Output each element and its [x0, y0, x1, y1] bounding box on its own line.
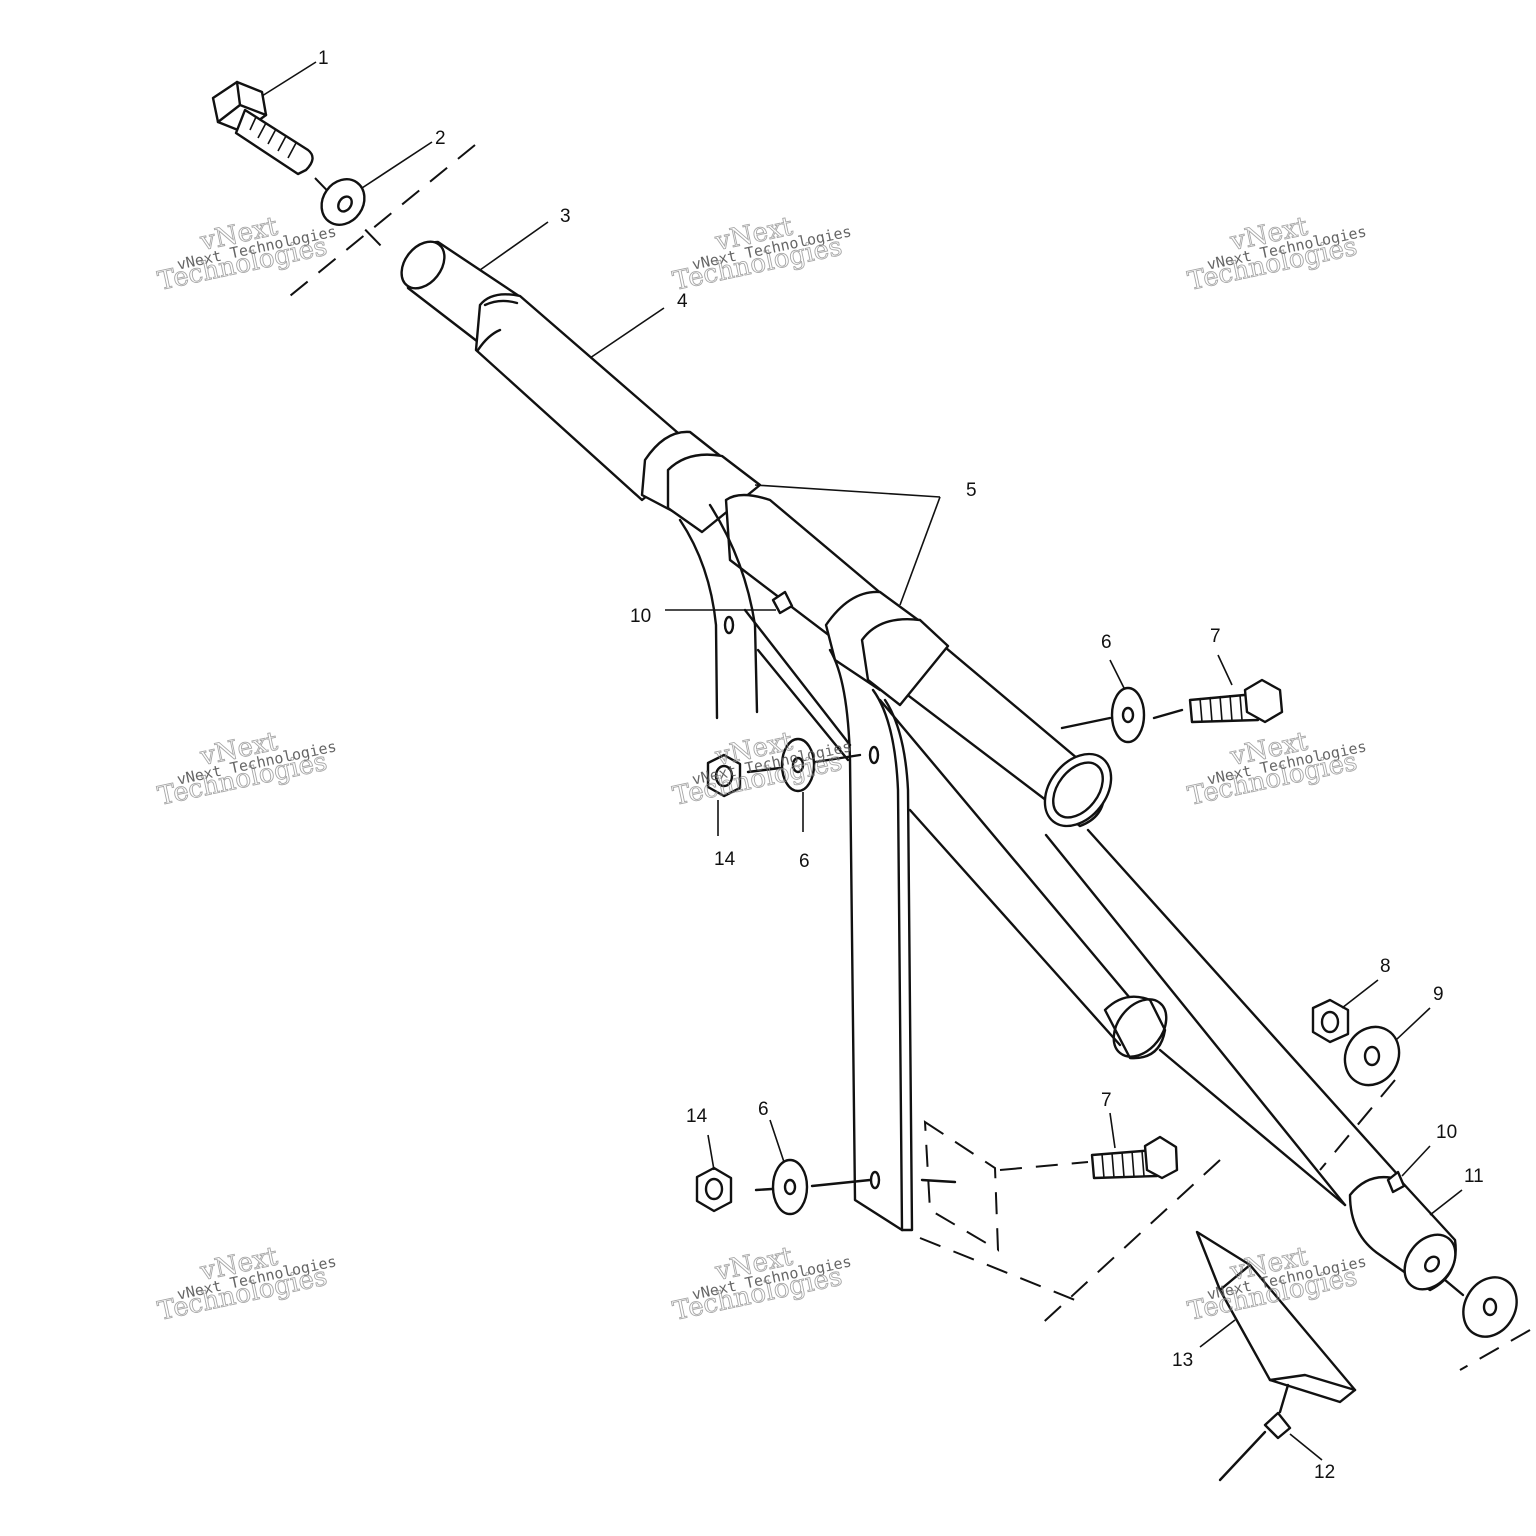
part-10-grease-fittings — [771, 590, 1406, 1194]
connector-lines — [746, 708, 1465, 1297]
watermark-r1c1: vNext vNext Technologies Technologies — [155, 211, 338, 297]
watermark-r3c2: vNext vNext Technologies Technologies — [670, 1241, 853, 1327]
watermark-r3c1: vNext vNext Technologies Technologies — [155, 1241, 338, 1327]
callout-13: 13 — [1172, 1350, 1193, 1371]
callout-1: 1 — [318, 48, 329, 69]
watermark-r2c2: vNext vNext Technologies Technologies — [670, 726, 853, 812]
callout-6-bottom: 6 — [758, 1099, 769, 1120]
callout-10-top: 10 — [630, 606, 651, 627]
main-tube-assembly — [400, 240, 1113, 828]
leader-lines — [261, 61, 1463, 1461]
part-9-washer — [1343, 1025, 1401, 1087]
watermark-r2c1: vNext vNext Technologies Technologies — [155, 726, 338, 812]
part-12-rivet — [1218, 1383, 1292, 1482]
callout-14-bottom: 14 — [686, 1106, 708, 1127]
callout-numbers: 1 2 3 4 5 6 6 6 7 7 8 9 10 10 11 12 13 1… — [318, 48, 1484, 1483]
callout-10-bottom: 10 — [1436, 1122, 1457, 1143]
part-8-nut — [1311, 998, 1350, 1044]
part-7-bolts — [1090, 678, 1284, 1180]
callout-7-bottom: 7 — [1101, 1090, 1112, 1111]
watermarks: vNext vNext Technologies Technologies vN… — [155, 211, 1368, 1327]
part-1-hex-bolt — [211, 80, 314, 176]
part-13-slider — [1195, 1230, 1357, 1404]
dashed-plate — [920, 1120, 1000, 1252]
callout-3: 3 — [560, 206, 571, 227]
callout-4: 4 — [677, 291, 688, 312]
callout-8: 8 — [1380, 956, 1391, 977]
part-2-washer — [320, 178, 366, 226]
callout-9: 9 — [1433, 984, 1444, 1005]
callout-2: 2 — [435, 128, 446, 149]
callout-11: 11 — [1464, 1166, 1484, 1187]
watermark-r2c3: vNext vNext Technologies Technologies — [1185, 726, 1368, 812]
watermark-r1c3: vNext vNext Technologies Technologies — [1185, 211, 1368, 297]
swing-arm-frame — [678, 503, 1457, 1292]
callout-7-top: 7 — [1210, 626, 1221, 647]
callout-12: 12 — [1314, 1462, 1335, 1483]
watermark-r1c2: vNext vNext Technologies Technologies — [670, 211, 853, 297]
callout-6-middle: 6 — [799, 851, 810, 872]
callout-5: 5 — [966, 480, 977, 501]
part-6-washers — [771, 686, 1518, 1338]
callout-14-middle: 14 — [714, 849, 736, 870]
callout-6-top-right: 6 — [1101, 632, 1112, 653]
